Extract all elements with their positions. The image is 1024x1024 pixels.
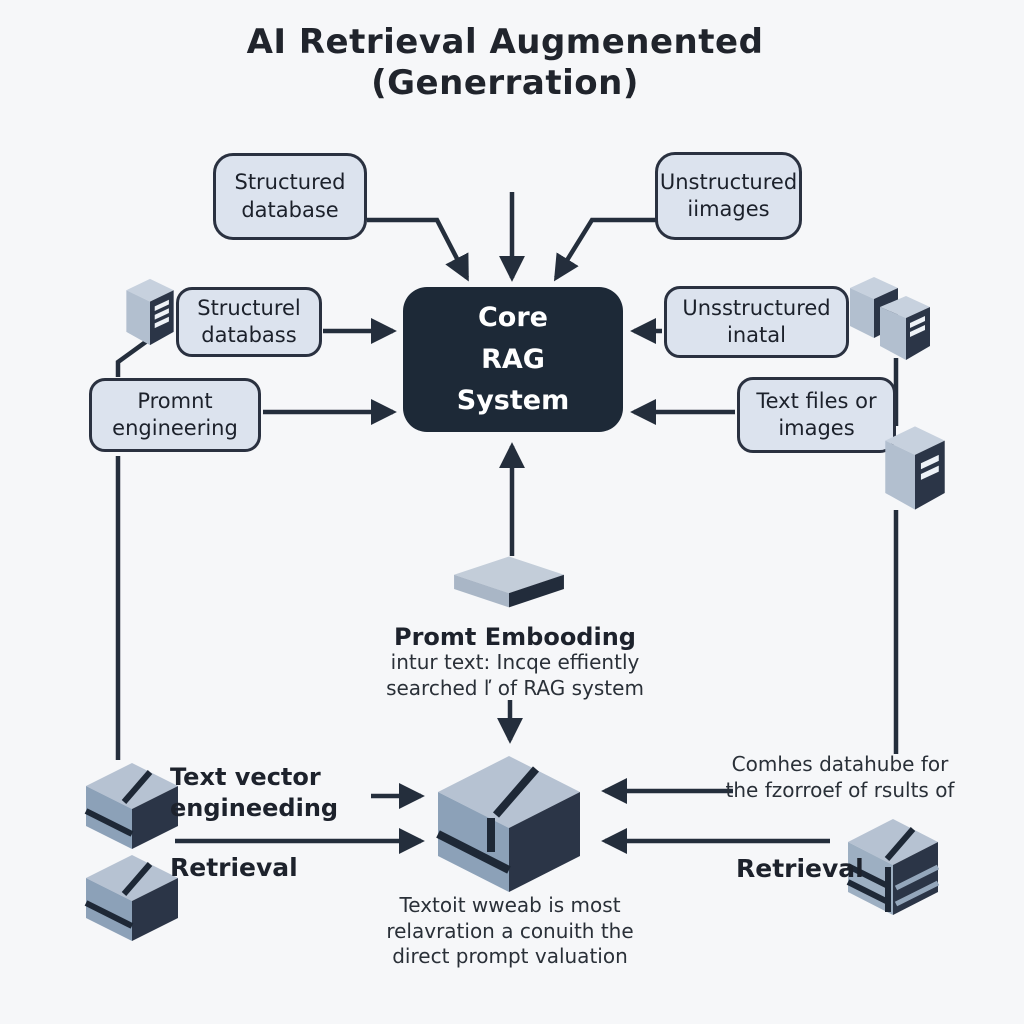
- combines-database-label: Comhes datahube for the fzorroef of rsul…: [725, 752, 955, 802]
- box-structured-database-left: Structurel databass: [176, 287, 322, 357]
- retrieval-left-label: Retrieval: [170, 853, 298, 882]
- text-vector-engineering-label: Text vector engineeding: [170, 763, 339, 822]
- retrieval-right-label: Retrieval: [736, 854, 864, 883]
- vector-store-cube-icon: [84, 763, 178, 849]
- vector-store-cube-icon: [84, 855, 178, 941]
- vector-store-cube-icon: [436, 756, 580, 892]
- server-tower-pair-icon: [850, 277, 930, 360]
- box-text-files-right: Text files or images: [737, 377, 896, 453]
- vector-store-cube-icon: [846, 819, 940, 915]
- server-tower-icon: [126, 278, 174, 346]
- server-tower-icon: [885, 426, 945, 510]
- core-rag-system-box: Core RAG System: [403, 287, 623, 432]
- prompt-embedding-description: intur text: Incqe effiently searched ľ o…: [386, 650, 644, 700]
- box-structured-database-top: Structured database: [213, 153, 367, 240]
- page-title: AI Retrieval Augmenented (Generration): [246, 22, 764, 104]
- box-prompt-engineering-left: Promnt engineering: [89, 378, 261, 452]
- box-unstructured-data-right: Unsstructured inatal: [664, 286, 849, 358]
- box-unstructured-images-top: Unstructured iimages: [655, 152, 802, 240]
- prompt-embedding-title: Promt Embooding: [394, 623, 636, 651]
- vector-store-caption: Textoit wweab is most relavration a conu…: [386, 893, 634, 969]
- embedding-platform-icon: [454, 556, 564, 608]
